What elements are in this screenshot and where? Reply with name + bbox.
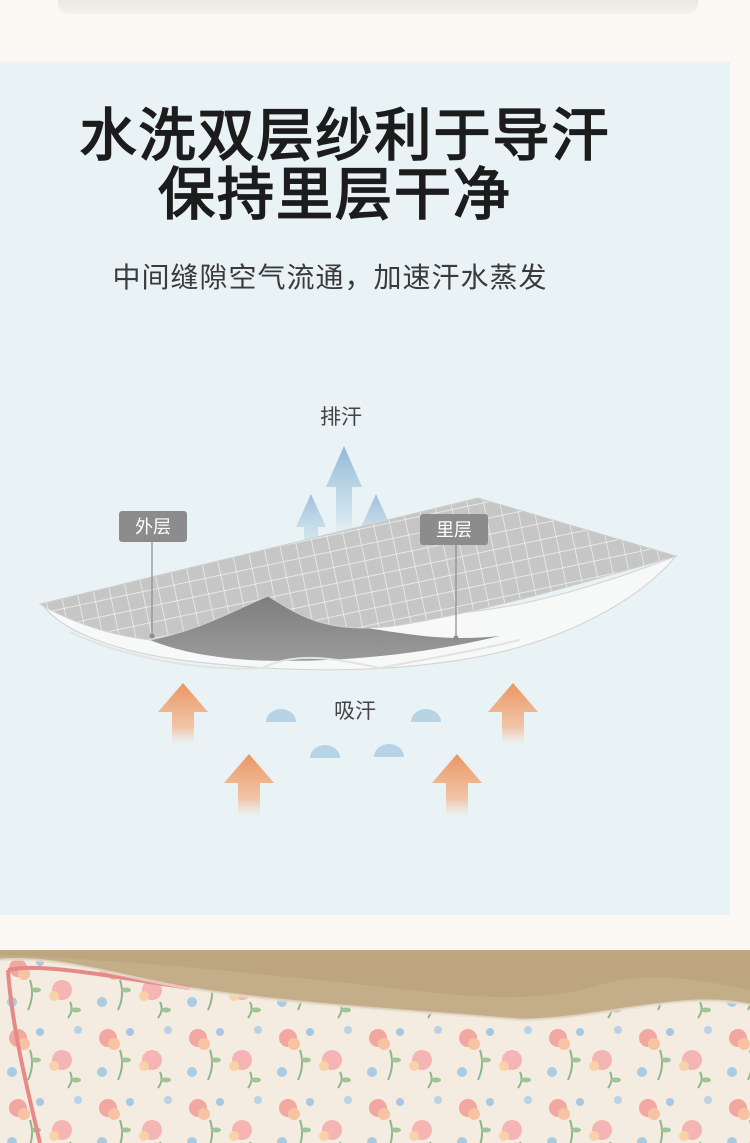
sweat-drop-4	[411, 709, 441, 722]
headline-line-2: 保持里层干净	[158, 162, 512, 228]
absorb-arrow-4	[488, 683, 538, 746]
top-strip	[58, 0, 698, 12]
subheadline: 中间缝隙空气流通，加速汗水蒸发	[112, 261, 548, 294]
absorb-arrow-1	[158, 683, 208, 746]
fabric-diagram: 排汗 外层 里层 吸汗	[38, 405, 678, 818]
absorb-arrow-3	[432, 754, 482, 818]
sweat-drop-2	[310, 745, 340, 758]
exhaust-arrow-center	[326, 446, 362, 545]
feature-panel	[0, 62, 730, 915]
outer-layer-label: 外层	[135, 517, 171, 538]
outer-layer-tag	[119, 511, 187, 542]
pillow-photo	[0, 950, 750, 1143]
exhaust-arrow-left	[296, 494, 326, 560]
inner-layer-tag	[420, 514, 488, 545]
inner-layer-label: 里层	[436, 520, 472, 541]
exhaust-label: 排汗	[320, 405, 362, 429]
sweat-drop-1	[266, 709, 296, 722]
absorb-label: 吸汗	[334, 699, 376, 723]
sweat-drop-3	[374, 744, 404, 757]
headline-line-1: 水洗双层纱利于导汗	[79, 103, 611, 169]
absorb-arrow-2	[224, 754, 274, 818]
